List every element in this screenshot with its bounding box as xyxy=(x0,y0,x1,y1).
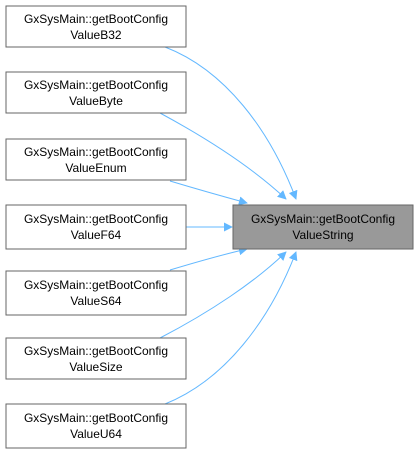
edge-valueenum-to-valuestring xyxy=(169,180,248,206)
node-label-line2: ValueEnum xyxy=(65,161,126,175)
node-valuebyte[interactable]: GxSysMain::getBootConfig ValueByte xyxy=(5,71,187,114)
node-valueu64[interactable]: GxSysMain::getBootConfig ValueU64 xyxy=(5,403,187,449)
node-valueb32[interactable]: GxSysMain::getBootConfig ValueB32 xyxy=(5,5,187,48)
node-label-line1: GxSysMain::getBootConfig xyxy=(24,278,168,292)
edge-valuebyte-to-valuestring xyxy=(159,112,287,200)
node-label-line1: GxSysMain::getBootConfig xyxy=(24,12,168,26)
node-label-line2: ValueF64 xyxy=(71,228,122,242)
node-valueenum[interactable]: GxSysMain::getBootConfig ValueEnum xyxy=(5,138,187,181)
node-label-line2: ValueS64 xyxy=(70,294,121,308)
target-label-line2: ValueString xyxy=(292,228,353,242)
node-label-line2: ValueU64 xyxy=(70,427,122,441)
node-label-line2: ValueSize xyxy=(69,360,122,374)
node-label-line1: GxSysMain::getBootConfig xyxy=(24,344,168,358)
node-valuesize[interactable]: GxSysMain::getBootConfig ValueSize xyxy=(5,337,187,380)
edge-valueb32-to-valuestring xyxy=(164,46,298,200)
edge-values64-to-valuestring xyxy=(169,246,248,271)
node-label-line2: ValueByte xyxy=(69,94,123,108)
edges-layer xyxy=(159,46,298,405)
node-label-line2: ValueB32 xyxy=(70,28,121,42)
node-valuestring-target[interactable]: GxSysMain::getBootConfig ValueString xyxy=(232,204,414,250)
node-label-line1: GxSysMain::getBootConfig xyxy=(24,212,168,226)
edge-valueu64-to-valuestring xyxy=(164,251,298,405)
target-label-line1: GxSysMain::getBootConfig xyxy=(251,212,395,226)
node-label-line1: GxSysMain::getBootConfig xyxy=(24,411,168,425)
node-valuef64[interactable]: GxSysMain::getBootConfig ValueF64 xyxy=(5,204,187,250)
node-label-line1: GxSysMain::getBootConfig xyxy=(24,145,168,159)
node-values64[interactable]: GxSysMain::getBootConfig ValueS64 xyxy=(5,270,187,316)
edge-valuesize-to-valuestring xyxy=(159,251,287,339)
node-label-line1: GxSysMain::getBootConfig xyxy=(24,78,168,92)
